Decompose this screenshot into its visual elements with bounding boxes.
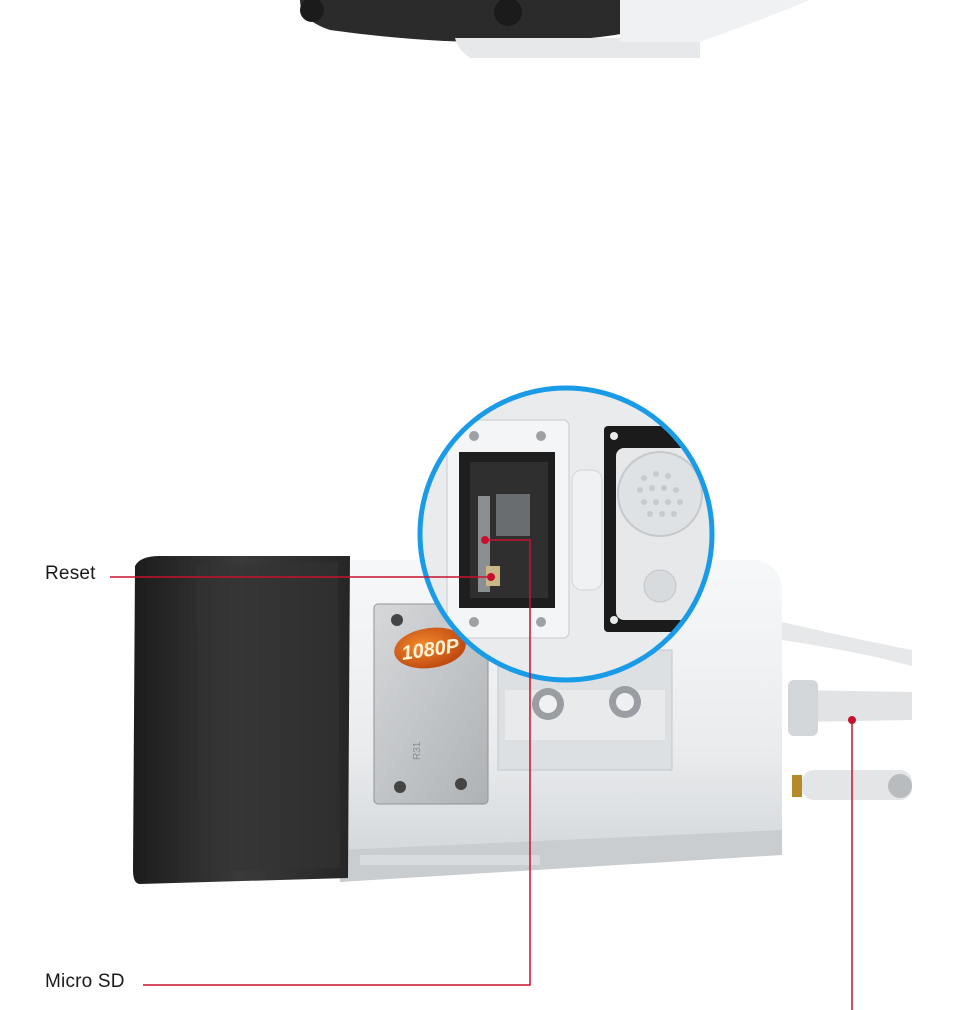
reset-label: Reset (45, 563, 96, 584)
micro-sd-callout (143, 536, 531, 986)
top-camera-fragment (300, 0, 810, 58)
reset-callout (110, 573, 495, 581)
resolution-badge: 1080P (394, 627, 466, 669)
cable-callout (848, 716, 856, 1010)
micro-sd-label: Micro SD (45, 971, 125, 992)
zoom-inset (417, 385, 715, 683)
svg-text:R31: R31 (412, 741, 423, 760)
